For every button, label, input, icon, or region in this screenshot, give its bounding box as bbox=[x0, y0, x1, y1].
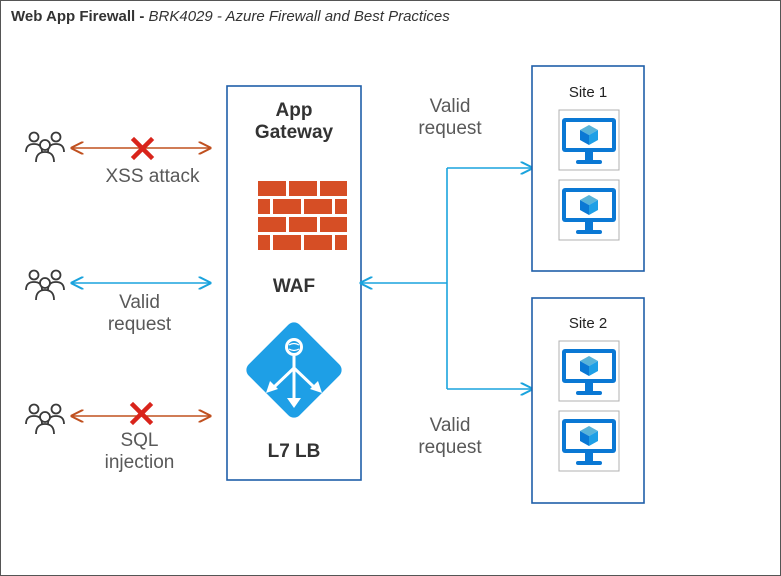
virtual-machine-icon bbox=[558, 340, 620, 402]
backend-label-bottom: Valid request bbox=[390, 415, 510, 459]
client-users-icon bbox=[25, 269, 65, 301]
backend-label-top: Valid request bbox=[390, 96, 510, 140]
page-title: Web App Firewall - BRK4029 - Azure Firew… bbox=[11, 8, 450, 25]
site2-label: Site 2 bbox=[568, 315, 608, 332]
client-label: SQL injection bbox=[72, 430, 207, 474]
virtual-machine-icon bbox=[558, 109, 620, 171]
blocked-x-icon bbox=[129, 401, 154, 426]
client-users-icon bbox=[25, 403, 65, 435]
label-line: SQL bbox=[120, 430, 159, 451]
label-line: XSS attack bbox=[105, 166, 200, 187]
site1-label: Site 1 bbox=[568, 84, 608, 101]
client-label: Valid request bbox=[72, 292, 207, 336]
title-line: Gateway bbox=[254, 122, 334, 143]
label-line: request bbox=[418, 437, 482, 458]
firewall-icon bbox=[258, 181, 347, 250]
blocked-x-icon bbox=[130, 136, 155, 161]
label-line: Valid bbox=[429, 96, 471, 117]
title-main: Web App Firewall - bbox=[11, 8, 149, 25]
label-line: Valid bbox=[429, 415, 471, 436]
label-line: Valid bbox=[119, 292, 160, 313]
virtual-machine-icon bbox=[558, 410, 620, 472]
load-balancer-icon bbox=[246, 322, 342, 418]
client-users-icon bbox=[25, 131, 65, 163]
l7-lb-label: L7 LB bbox=[267, 441, 321, 462]
client-label: XSS attack bbox=[85, 166, 220, 188]
title-subtitle: BRK4029 - Azure Firewall and Best Practi… bbox=[148, 8, 450, 25]
waf-label: WAF bbox=[272, 276, 316, 297]
virtual-machine-icon bbox=[558, 179, 620, 241]
app-gateway-title: App Gateway bbox=[227, 100, 361, 144]
label-line: request bbox=[107, 314, 172, 335]
title-line: App bbox=[275, 100, 313, 121]
label-line: injection bbox=[104, 452, 175, 473]
label-line: request bbox=[418, 118, 482, 139]
